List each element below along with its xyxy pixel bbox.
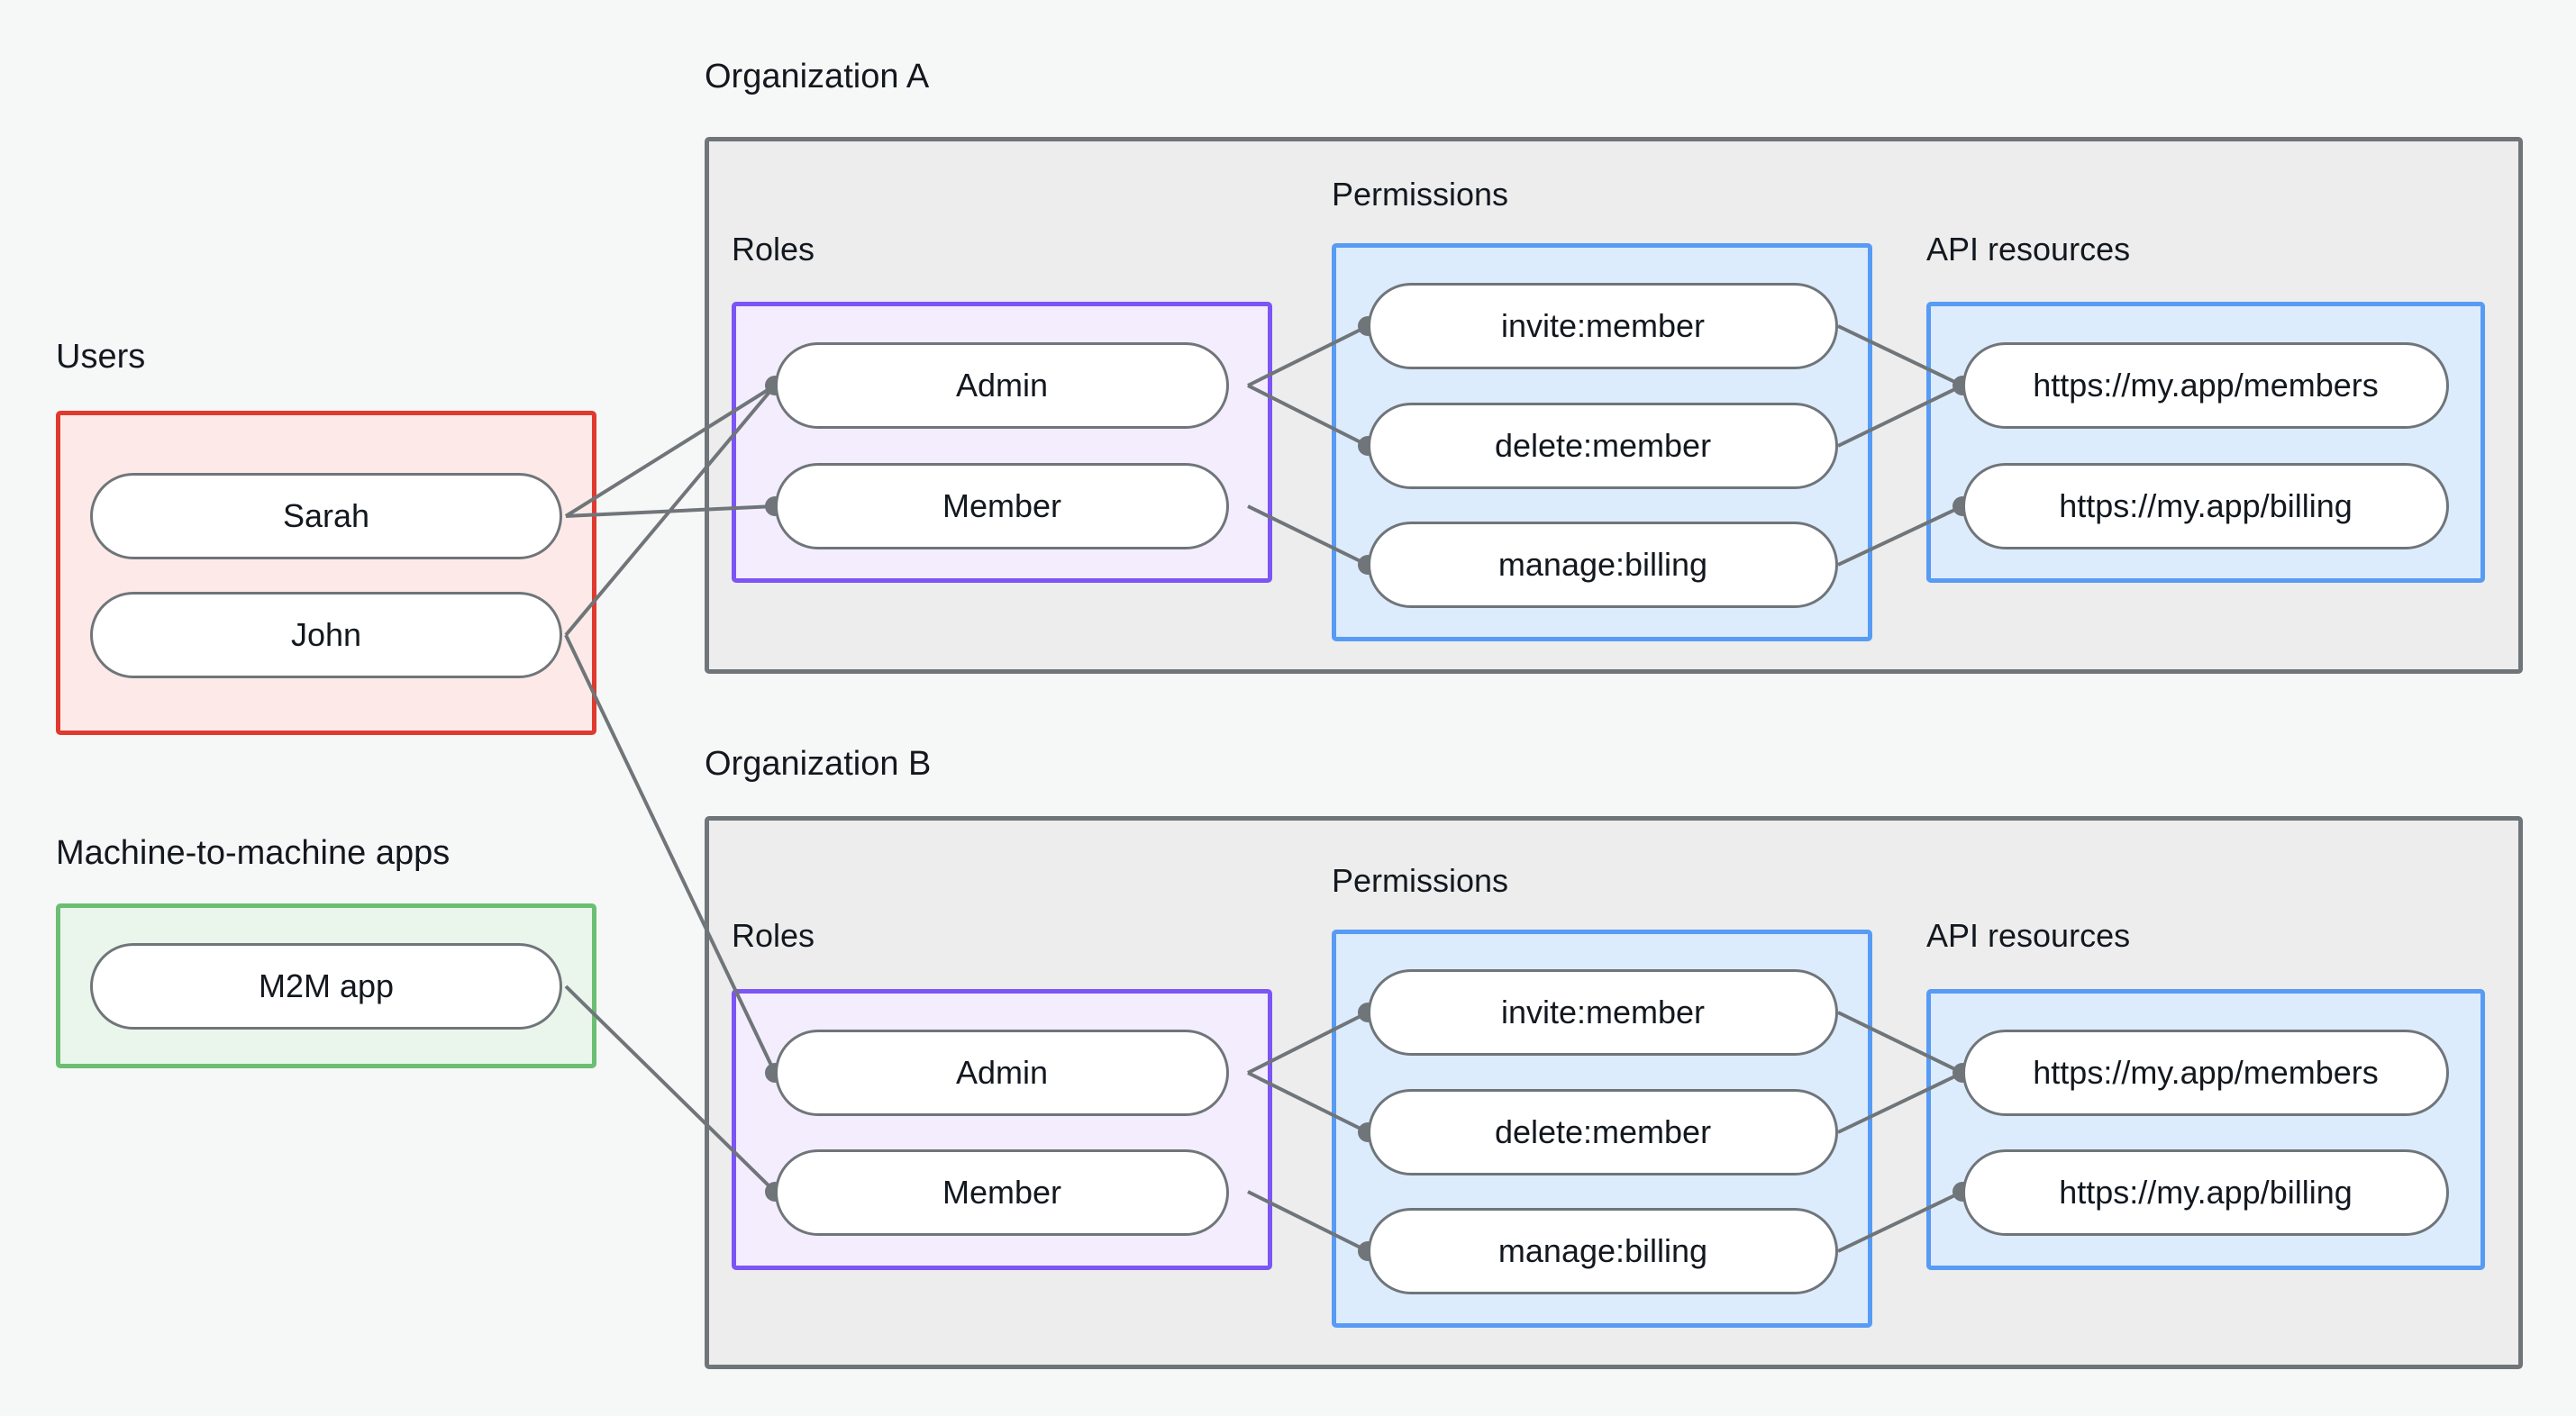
org-b-api-resources-label: API resources [1926, 917, 2131, 954]
org-a-permission-invite-member[interactable]: invite:member [1368, 283, 1838, 369]
org-b-api-resource-billing[interactable]: https://my.app/billing [1962, 1149, 2449, 1236]
org-a-roles-label: Roles [732, 231, 815, 268]
org-b-role-admin[interactable]: Admin [775, 1030, 1229, 1116]
org-b-role-member-label: Member [942, 1174, 1062, 1211]
org-b-role-member[interactable]: Member [775, 1149, 1229, 1236]
org-a-permission-delete-member[interactable]: delete:member [1368, 403, 1838, 489]
org-a-permission-invite-member-label: invite:member [1500, 307, 1706, 344]
users-container [56, 411, 596, 735]
org-a-api-resource-members[interactable]: https://my.app/members [1962, 342, 2449, 429]
org-b-permission-invite-member[interactable]: invite:member [1368, 969, 1838, 1056]
users-group-label: Users [56, 338, 146, 376]
org-a-api-resource-billing-label: https://my.app/billing [2059, 487, 2353, 524]
user-node-john-label: John [290, 616, 362, 653]
org-b-api-resource-members-label: https://my.app/members [2033, 1054, 2379, 1091]
org-a-permissions-label: Permissions [1332, 176, 1509, 213]
org-b-api-resource-members[interactable]: https://my.app/members [1962, 1030, 2449, 1116]
user-node-sarah[interactable]: Sarah [90, 473, 562, 559]
user-node-sarah-label: Sarah [282, 497, 370, 534]
m2m-node-app-label: M2M app [258, 967, 395, 1004]
org-b-label: Organization B [705, 745, 932, 783]
org-a-api-resource-billing[interactable]: https://my.app/billing [1962, 463, 2449, 549]
org-a-permission-manage-billing-label: manage:billing [1497, 546, 1708, 583]
org-b-permission-manage-billing-label: manage:billing [1497, 1232, 1708, 1269]
org-b-permission-manage-billing[interactable]: manage:billing [1368, 1208, 1838, 1294]
org-a-role-member[interactable]: Member [775, 463, 1229, 549]
org-a-role-admin[interactable]: Admin [775, 342, 1229, 429]
org-a-permission-delete-member-label: delete:member [1494, 427, 1712, 464]
org-b-permission-delete-member[interactable]: delete:member [1368, 1089, 1838, 1175]
m2m-group-label: Machine-to-machine apps [56, 834, 451, 872]
org-a-label: Organization A [705, 58, 930, 95]
org-b-role-admin-label: Admin [955, 1054, 1049, 1091]
user-node-john[interactable]: John [90, 592, 562, 678]
org-b-permissions-label: Permissions [1332, 862, 1509, 899]
org-a-role-admin-label: Admin [955, 367, 1049, 404]
org-a-api-resource-members-label: https://my.app/members [2033, 367, 2379, 404]
org-a-role-member-label: Member [942, 487, 1062, 524]
org-a-permission-manage-billing[interactable]: manage:billing [1368, 522, 1838, 608]
org-b-roles-label: Roles [732, 917, 815, 954]
org-a-api-resources-label: API resources [1926, 231, 2131, 268]
org-b-api-resource-billing-label: https://my.app/billing [2059, 1174, 2353, 1211]
org-b-permission-delete-member-label: delete:member [1494, 1113, 1712, 1150]
org-b-permission-invite-member-label: invite:member [1500, 994, 1706, 1030]
m2m-node-app[interactable]: M2M app [90, 943, 562, 1030]
